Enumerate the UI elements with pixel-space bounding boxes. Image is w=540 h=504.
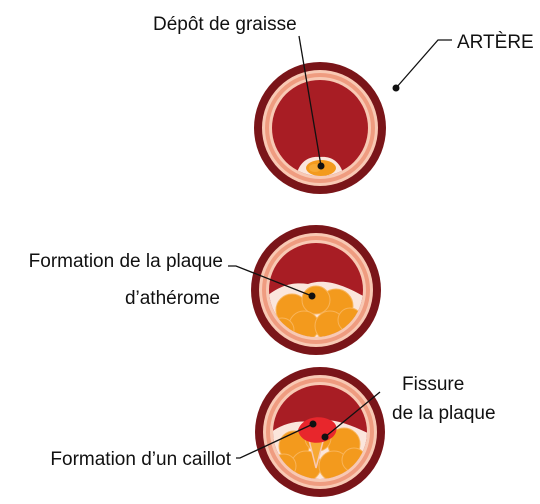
artery-stage-2 bbox=[251, 225, 381, 355]
label-artery: ARTÈRE bbox=[457, 32, 534, 53]
label-plaque-formation-line2: d’athérome bbox=[125, 288, 220, 309]
label-fat-deposit: Dépôt de graisse bbox=[153, 14, 297, 35]
artery-pointer-dot bbox=[393, 85, 400, 92]
label-plaque-fissure-line2: de la plaque bbox=[392, 403, 496, 424]
label-plaque-fissure-line1: Fissure bbox=[402, 374, 464, 395]
artery-leader-line bbox=[396, 40, 452, 88]
artery-stage-1 bbox=[254, 62, 386, 194]
label-plaque-formation-line1: Formation de la plaque bbox=[29, 251, 223, 272]
label-clot-formation: Formation d’un caillot bbox=[50, 449, 231, 470]
artery-stage-3 bbox=[255, 367, 385, 497]
